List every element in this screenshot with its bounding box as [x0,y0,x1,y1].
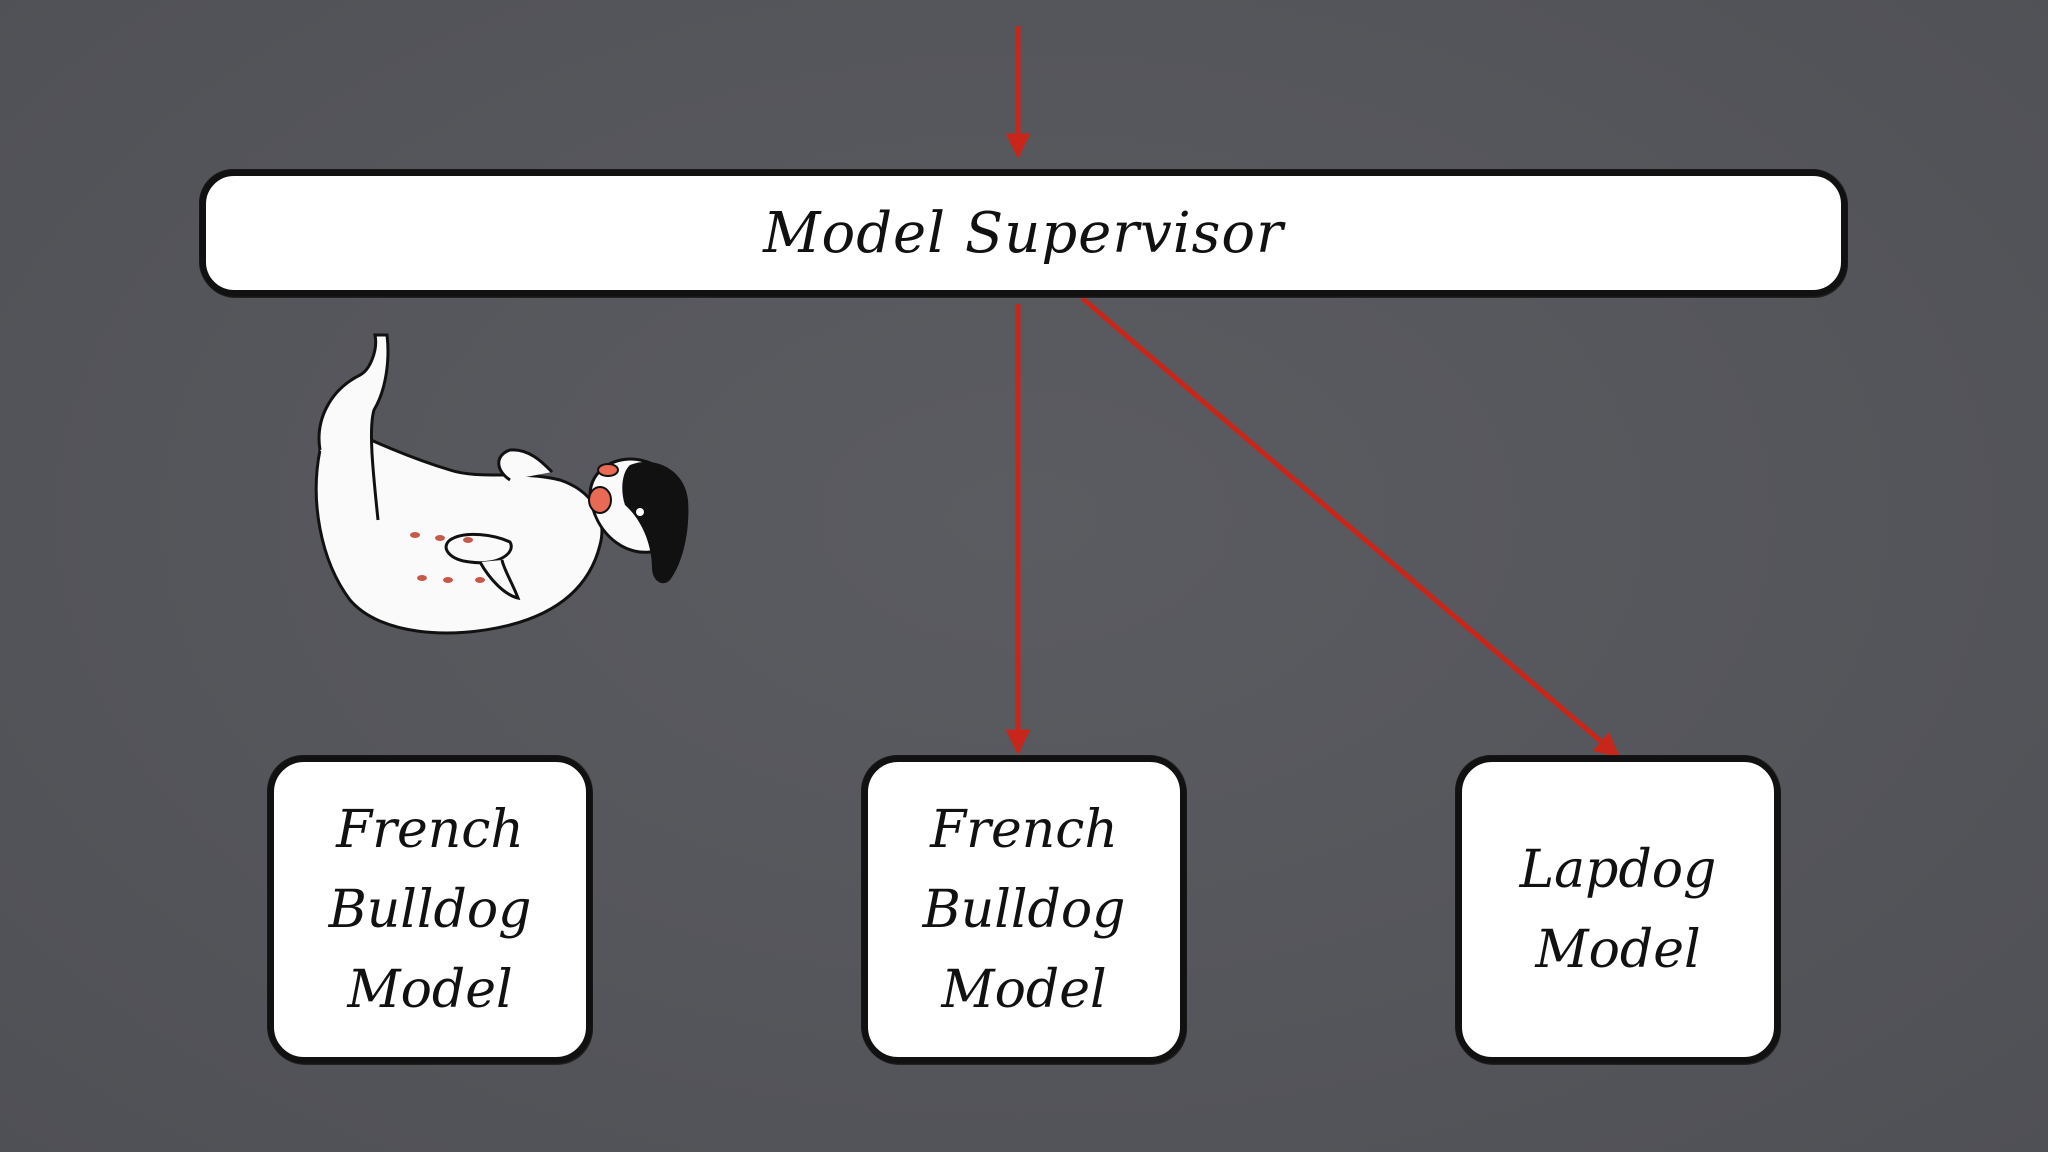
model-box-1: French Bulldog Model [268,756,592,1063]
model-supervisor-box: Model Supervisor [200,170,1847,296]
model-label-2: French Bulldog Model [922,799,1126,1020]
model-box-3: Lapdog Model [1456,756,1780,1063]
french-bulldog-icon [314,333,689,635]
model-supervisor-label: Model Supervisor [763,200,1284,266]
arrow-to-model-3 [1080,296,1620,758]
model-box-2: French Bulldog Model [862,756,1186,1063]
model-label-3: Lapdog Model [1519,839,1717,980]
model-label-1: French Bulldog Model [328,799,532,1020]
